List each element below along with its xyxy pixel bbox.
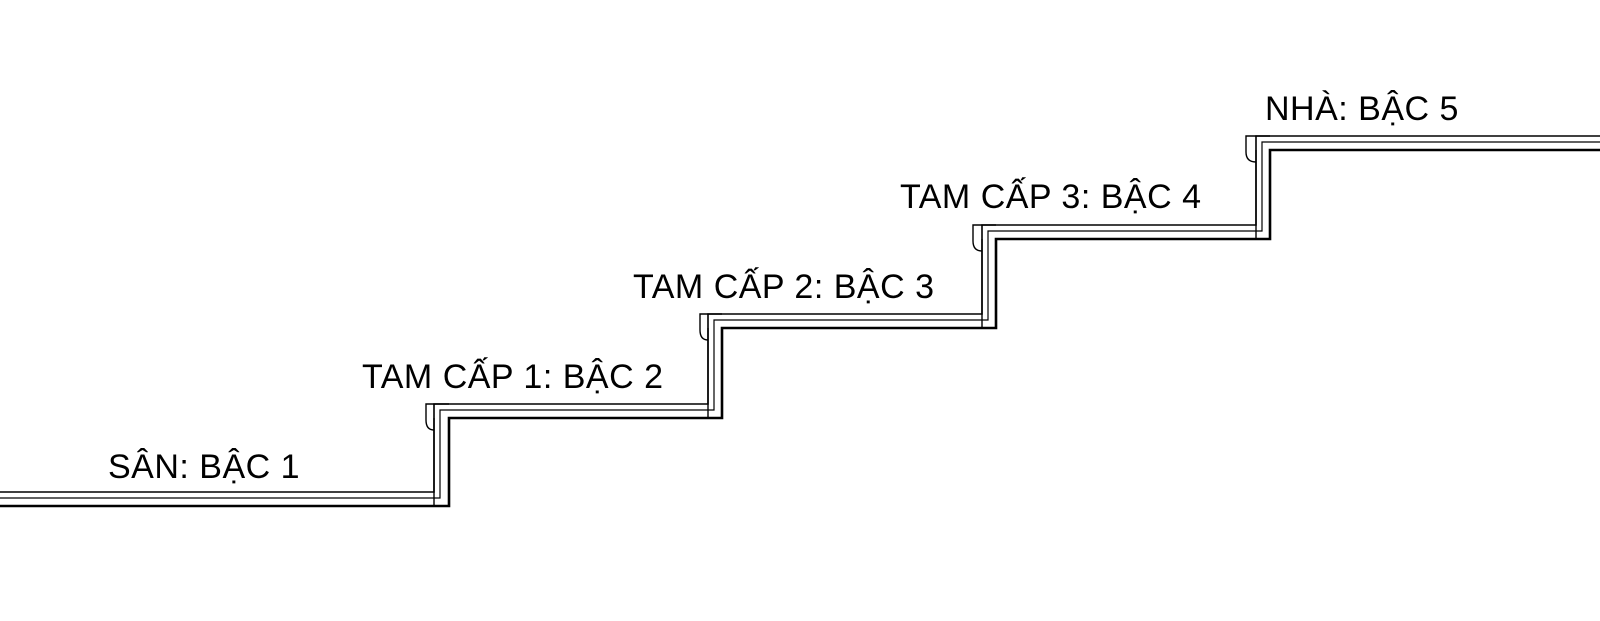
stair-profile-structure [0,148,1600,508]
label-nha-bac-5: NHÀ: BẬC 5 [1265,90,1459,128]
label-san-bac-1: SÂN: BẬC 1 [108,448,301,486]
step-nosing-3 [699,313,722,418]
step-nosing-4 [972,224,996,328]
stair-profile-outer [0,135,1600,493]
label-tam-cap-3-bac-4: TAM CẤP 3: BẬC 4 [900,178,1202,216]
label-tam-cap-2-bac-3: TAM CẤP 2: BẬC 3 [633,268,935,306]
step-nosing-5 [1245,135,1270,239]
step-nosing-2 [425,403,449,506]
label-tam-cap-1-bac-2: TAM CẤP 1: BẬC 2 [362,358,664,396]
stair-profile-inner [0,141,1600,499]
